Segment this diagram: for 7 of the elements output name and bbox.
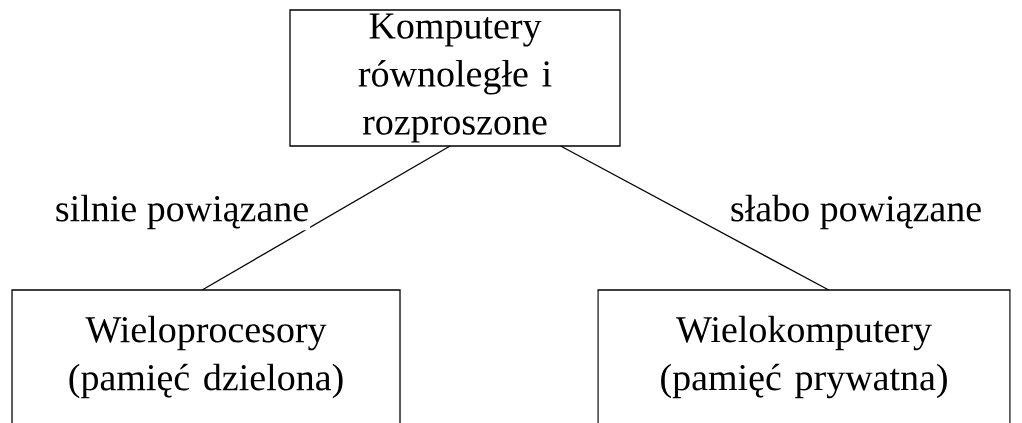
edge-label: słabo powiązane — [728, 193, 984, 231]
connector-line — [559, 145, 830, 291]
connector-line — [201, 145, 451, 291]
process-box: Komputery równoległe i rozproszone — [289, 9, 621, 147]
process-box: Wielokomputery (pamięć prywatna) — [597, 289, 1011, 423]
process-box: Wieloprocesory (pamięć dzielona) — [11, 289, 401, 423]
edge-label: silnie powiązane — [53, 193, 311, 231]
